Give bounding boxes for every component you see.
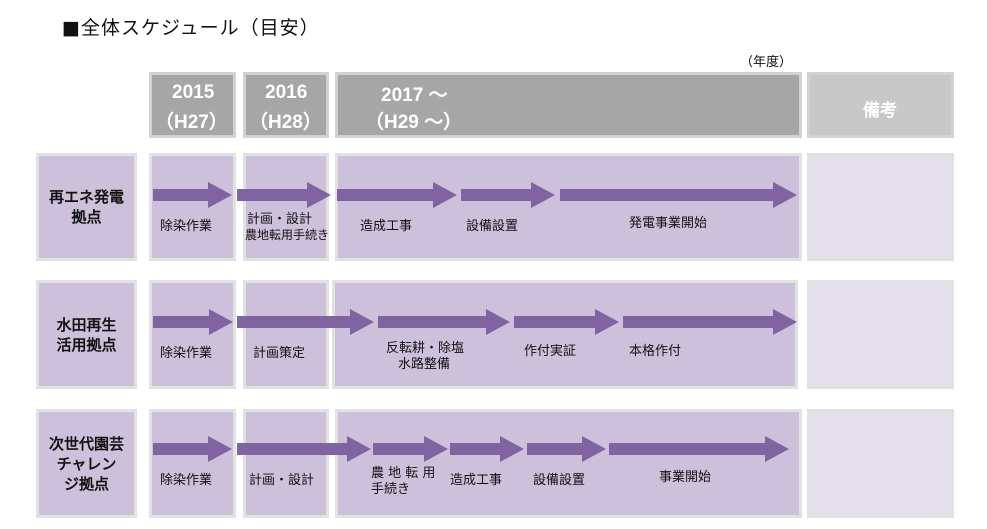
arrow-equipment-installation xyxy=(461,182,555,208)
step-label: 本格作付 xyxy=(629,344,682,359)
arrow-reverse-plowing xyxy=(378,309,510,335)
header-2015-year: 2015 xyxy=(172,82,215,103)
step-label: 除染作業 xyxy=(160,346,213,361)
header-2015-era: （H27） xyxy=(155,112,228,133)
step-label: 除染作業 xyxy=(160,219,213,234)
cell-2015 xyxy=(149,409,236,518)
cell-notes xyxy=(807,280,954,389)
step-label: 手続き xyxy=(371,482,411,497)
arrow-decontamination xyxy=(153,182,232,208)
row-label-text: 次世代園芸 チャレン ジ拠点 xyxy=(48,434,124,493)
step-label: 造成工事 xyxy=(450,473,503,488)
cell-2017 xyxy=(332,280,798,389)
arrow-farmland-conversion xyxy=(373,436,448,462)
arrow-decontamination xyxy=(153,436,232,462)
step-label: 作付実証 xyxy=(524,344,577,359)
step-label: 農 地 転 用 xyxy=(371,466,436,481)
step-label: 水路整備 xyxy=(398,357,451,372)
cell-2017 xyxy=(335,409,802,518)
arrow-planning-design xyxy=(237,436,371,462)
step-label: 計画・設計 xyxy=(247,212,313,227)
step-label: 農地転用手続き xyxy=(245,228,330,242)
arrow-plan-formulation xyxy=(237,309,374,335)
arrow-site-construction xyxy=(337,182,457,208)
header-notes: 備考 xyxy=(807,72,954,138)
step-label: 設備設置 xyxy=(466,219,519,234)
step-label: 除染作業 xyxy=(160,473,213,488)
cell-2016 xyxy=(243,280,329,389)
step-label: 計画策定 xyxy=(253,346,306,361)
row-label-paddy-field: 水田再生 活用拠点 xyxy=(36,280,137,389)
header-2016: 2016 （H28） xyxy=(243,72,329,138)
header-2016-era: （H28） xyxy=(249,112,322,133)
step-label: 設備設置 xyxy=(533,473,586,488)
header-2016-year: 2016 xyxy=(265,82,308,103)
cell-2016 xyxy=(243,153,329,261)
cell-2015 xyxy=(149,153,236,261)
step-label: 発電事業開始 xyxy=(629,216,708,231)
cell-2016 xyxy=(243,409,329,518)
row-label-text: 水田再生 活用拠点 xyxy=(56,315,117,354)
arrow-site-construction xyxy=(450,436,524,462)
row-label-horticulture: 次世代園芸 チャレン ジ拠点 xyxy=(36,409,137,518)
row-label-renewable-energy: 再エネ発電 拠点 xyxy=(36,153,137,261)
header-2017-year: 2017 ～ xyxy=(381,85,448,106)
arrow-equipment-installation xyxy=(527,436,606,462)
page-title: ■全体スケジュール（目安） xyxy=(62,17,320,39)
step-label: 計画・設計 xyxy=(249,473,315,488)
step-label: 造成工事 xyxy=(360,219,413,234)
cell-notes xyxy=(807,409,954,518)
cell-2017 xyxy=(335,153,802,261)
arrow-full-planting xyxy=(623,309,797,335)
step-label: 事業開始 xyxy=(659,470,712,485)
header-2017-era: （H29 ～） xyxy=(365,112,463,133)
header-2015: 2015 （H27） xyxy=(149,72,236,138)
header-2017: 2017 ～ （H29 ～） xyxy=(335,72,802,138)
cell-notes xyxy=(807,153,954,261)
arrow-power-business-start xyxy=(560,182,797,208)
arrow-decontamination xyxy=(153,309,233,335)
row-label-text: 再エネ発電 拠点 xyxy=(48,188,124,226)
fiscal-year-unit-label: （年度） xyxy=(740,55,793,70)
step-label: 反転耕・除塩 xyxy=(386,341,465,356)
arrow-planning-design xyxy=(237,182,331,208)
arrow-business-start xyxy=(609,436,789,462)
cell-2015 xyxy=(149,280,236,389)
header-notes-label: 備考 xyxy=(863,101,897,120)
arrow-planting-trial xyxy=(514,309,619,335)
